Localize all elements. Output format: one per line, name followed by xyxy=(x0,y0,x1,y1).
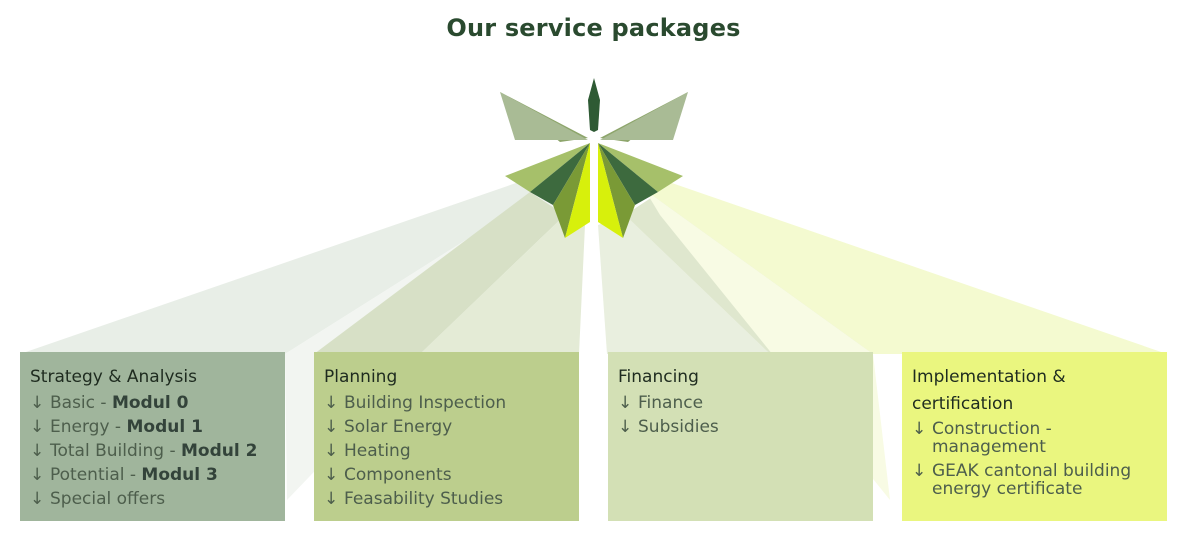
antenna-icon xyxy=(588,78,600,132)
arrow-down-icon: ↓ xyxy=(324,465,339,485)
beam-2-inner xyxy=(420,215,585,354)
list-item[interactable]: ↓ Potential - Modul 3 xyxy=(30,465,218,485)
beam-1-outer xyxy=(20,172,548,354)
arrow-down-icon: ↓ xyxy=(30,465,45,485)
package-card-financing: Financing ↓ Finance ↓ Subsidies xyxy=(608,352,873,521)
list-item[interactable]: ↓ Building Inspection xyxy=(324,393,507,413)
list-item[interactable]: ↓ Components xyxy=(324,465,452,485)
arrow-down-icon: ↓ xyxy=(618,417,633,437)
arrow-down-icon: ↓ xyxy=(324,417,339,437)
lower-wing-right-c xyxy=(598,143,635,238)
arrow-down-icon: ↓ xyxy=(912,419,927,439)
list-item[interactable]: ↓ Solar Energy xyxy=(324,417,453,437)
lower-wing-left-d xyxy=(565,143,590,238)
lower-wing-left-b xyxy=(530,143,590,205)
list-item[interactable]: ↓ Energy - Modul 1 xyxy=(30,417,203,437)
package-card-strategy: Strategy & Analysis ↓ Basic - Modul 0 ↓ … xyxy=(20,352,285,521)
arrow-down-icon: ↓ xyxy=(30,393,45,413)
package-heading: Strategy & Analysis xyxy=(30,367,197,387)
upper-wing-left-inner xyxy=(500,92,588,140)
list-item[interactable]: ↓ Special offers xyxy=(30,489,166,509)
package-card-implementation: Implementation & certification ↓ Constru… xyxy=(902,352,1167,521)
list-item[interactable]: ↓ Subsidies xyxy=(618,417,719,437)
package-heading: Planning xyxy=(324,367,398,387)
package-card-planning: Planning ↓ Building Inspection ↓ Solar E… xyxy=(314,352,579,521)
lower-wing-left-c xyxy=(553,143,590,238)
list-item[interactable]: ↓ Total Building - Modul 2 xyxy=(30,441,258,461)
list-item[interactable]: ↓ Feasability Studies xyxy=(324,489,504,509)
package-heading: Implementation & certification xyxy=(912,367,1066,414)
lower-wing-right-a xyxy=(598,143,683,192)
list-item[interactable]: ↓ Basic - Modul 0 xyxy=(30,393,189,413)
beam-4-outer xyxy=(640,172,1167,354)
list-item[interactable]: ↓ Construction -management xyxy=(912,419,1052,457)
butterfly-logo xyxy=(500,78,688,238)
arrow-down-icon: ↓ xyxy=(30,489,45,509)
list-item[interactable]: ↓ Finance xyxy=(618,393,704,413)
page-title: Our service packages xyxy=(446,14,741,42)
beam-2-outer xyxy=(314,192,565,354)
beam-3-outer xyxy=(598,215,770,354)
arrow-down-icon: ↓ xyxy=(912,461,927,481)
arrow-down-icon: ↓ xyxy=(324,393,339,413)
arrow-down-icon: ↓ xyxy=(324,489,339,509)
arrow-down-icon: ↓ xyxy=(324,441,339,461)
lower-wing-right-d xyxy=(598,143,623,238)
arrow-down-icon: ↓ xyxy=(618,393,633,413)
package-heading: Financing xyxy=(618,367,699,387)
arrow-down-icon: ↓ xyxy=(30,441,45,461)
lower-wing-right-b xyxy=(598,143,658,205)
arrow-down-icon: ↓ xyxy=(30,417,45,437)
list-item[interactable]: ↓ Heating xyxy=(324,441,411,461)
upper-wing-right-inner xyxy=(600,92,688,140)
lower-wing-left-a xyxy=(505,143,590,192)
